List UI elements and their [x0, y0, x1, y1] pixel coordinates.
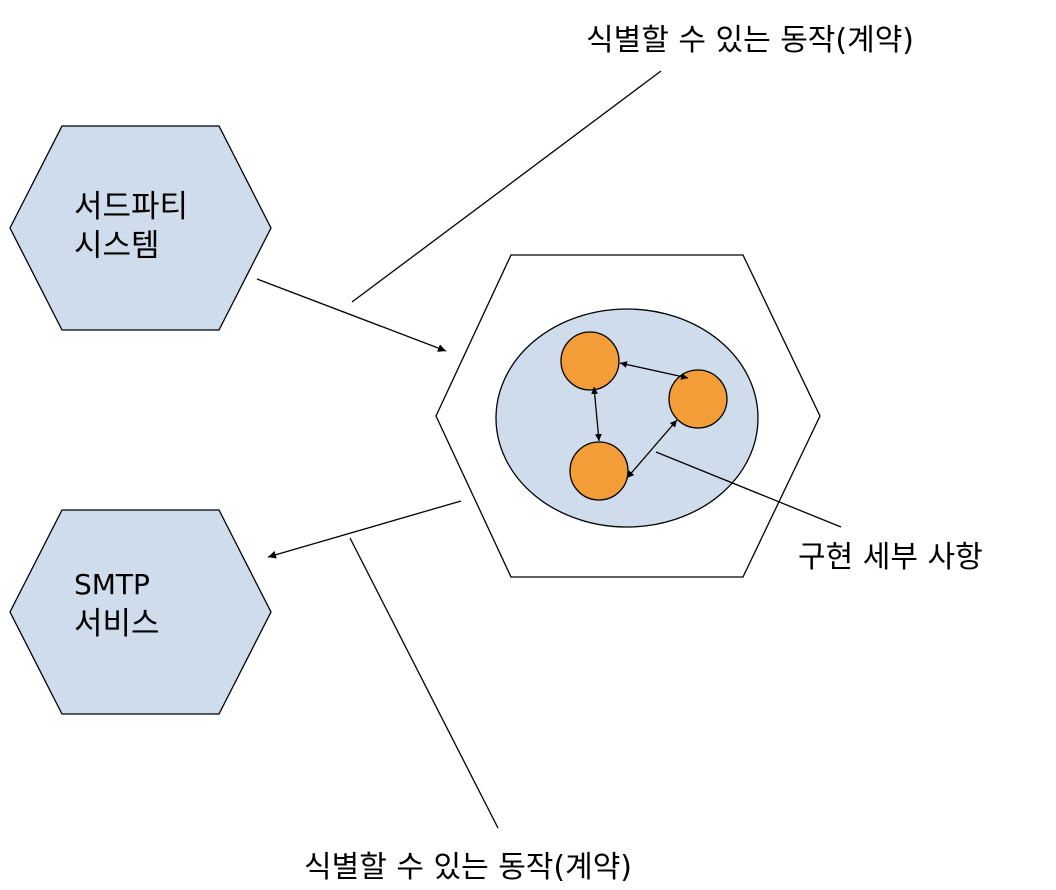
- arrow-app-to-smtp: [267, 500, 462, 559]
- component-node-1: [560, 331, 620, 391]
- third-party-system-node: 서드파티 시스템: [9, 125, 272, 331]
- third-party-label-line-1: 서드파티: [74, 189, 188, 225]
- component-link-1-2: [619, 361, 689, 380]
- smtp-label-line-1: SMTP: [74, 568, 150, 601]
- contract-label-bottom: 식별할 수 있는 동작(계약): [304, 850, 632, 885]
- third-party-label-line-2: 시스템: [74, 228, 160, 264]
- callout-line-top-contract: [351, 70, 662, 303]
- component-link-1-3: [591, 386, 602, 442]
- contract-label-top: 식별할 수 있는 동작(계약): [586, 23, 914, 58]
- smtp-hexagon: [9, 509, 272, 715]
- callout-line-implementation: [655, 451, 842, 528]
- arrow-third-party-to-app: [256, 278, 447, 352]
- implementation-detail-label: 구현 세부 사항: [798, 540, 983, 575]
- application-core: [435, 254, 821, 578]
- component-link-2-3: [626, 419, 678, 479]
- callout-line-bottom-contract: [349, 537, 499, 829]
- component-node-3: [569, 441, 629, 501]
- smtp-service-node: SMTP 서비스: [9, 509, 272, 715]
- component-node-2: [668, 369, 728, 429]
- smtp-label-line-2: 서비스: [74, 606, 160, 642]
- third-party-hexagon: [9, 125, 272, 331]
